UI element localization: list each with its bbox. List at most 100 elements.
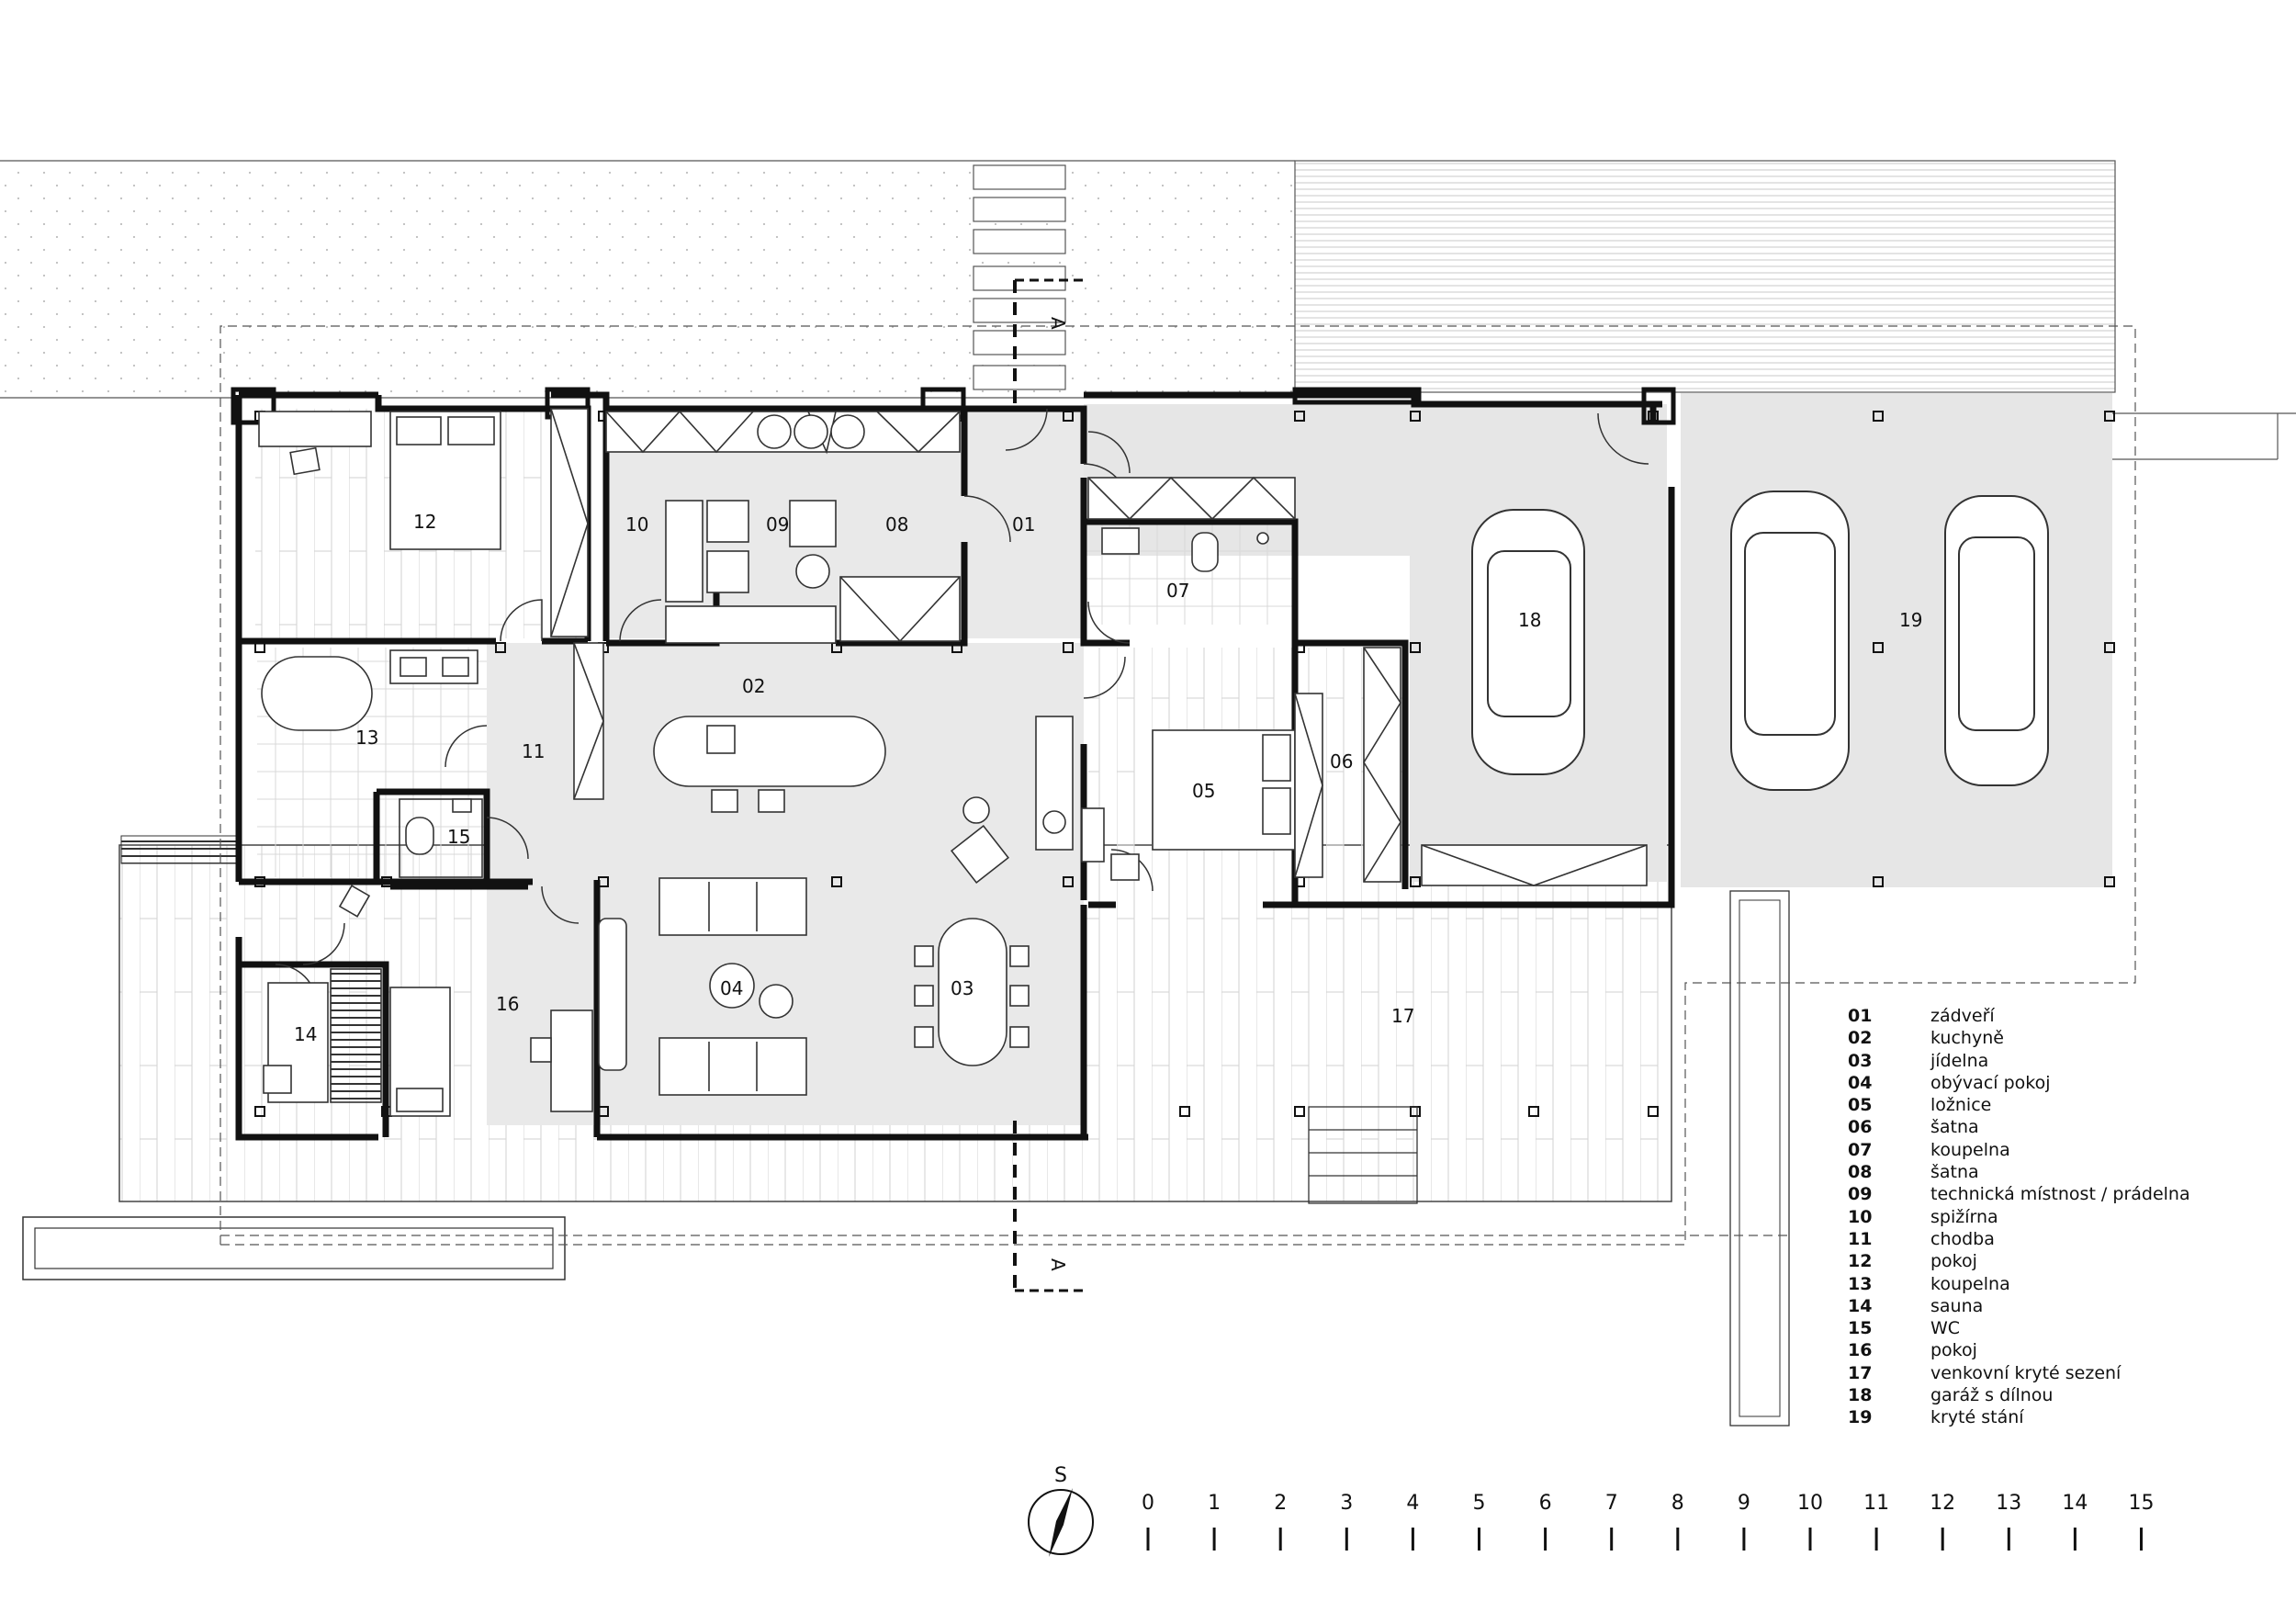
legend-code: 11 bbox=[1848, 1228, 1873, 1249]
scale-tick-label: 12 bbox=[1930, 1492, 1955, 1515]
legend-row: 09 technická místnost / prádelna bbox=[1848, 1183, 2270, 1205]
scale-tick-label: 1 bbox=[1208, 1492, 1221, 1515]
legend-code: 13 bbox=[1848, 1273, 1873, 1294]
legend-room-name: technická místnost / prádelna bbox=[1930, 1184, 2190, 1205]
scale-tick-label: 5 bbox=[1473, 1492, 1486, 1515]
room-label-11: 11 bbox=[522, 740, 545, 762]
legend-row: 06 šatna bbox=[1848, 1116, 2270, 1138]
scale-tick-label: 11 bbox=[1863, 1492, 1889, 1515]
legend-room-name: ložnice bbox=[1930, 1095, 1992, 1116]
room-label-07: 07 bbox=[1166, 580, 1189, 602]
legend-code: 12 bbox=[1848, 1251, 1873, 1272]
legend-room-name: venkovní kryté sezení bbox=[1930, 1362, 2122, 1383]
legend-code: 19 bbox=[1848, 1407, 1873, 1428]
legend-row: 03 jídelna bbox=[1848, 1050, 2270, 1072]
terrace-steps bbox=[1308, 1106, 1418, 1204]
legend-code: 10 bbox=[1848, 1206, 1873, 1227]
scale-tick-label: 7 bbox=[1605, 1492, 1618, 1515]
legend-room-name: koupelna bbox=[1930, 1139, 2010, 1160]
legend-row: 01 zádveří bbox=[1848, 1005, 2270, 1027]
legend-room-name: pokoj bbox=[1930, 1251, 1977, 1272]
legend-row: 12 pokoj bbox=[1848, 1250, 2270, 1272]
roof-outline bbox=[219, 325, 2136, 1246]
legend-code: 03 bbox=[1848, 1050, 1873, 1071]
section-marker-top: A bbox=[1047, 317, 1069, 330]
legend-row: 04 obývací pokoj bbox=[1848, 1072, 2270, 1094]
scale-tick-label: 3 bbox=[1340, 1492, 1353, 1515]
legend-row: 19 kryté stání bbox=[1848, 1406, 2270, 1428]
legend-row: 17 venkovní kryté sezení bbox=[1848, 1362, 2270, 1384]
legend-row: 15 WC bbox=[1848, 1317, 2270, 1339]
legend-row: 10 spižírna bbox=[1848, 1206, 2270, 1228]
legend-row: 02 kuchyně bbox=[1848, 1027, 2270, 1049]
legend-row: 14 sauna bbox=[1848, 1295, 2270, 1317]
legend-room-name: obývací pokoj bbox=[1930, 1072, 2051, 1093]
room-label-05: 05 bbox=[1192, 780, 1215, 802]
room-label-01: 01 bbox=[1012, 513, 1035, 536]
legend-code: 02 bbox=[1848, 1028, 1873, 1049]
legend-row: 05 ložnice bbox=[1848, 1094, 2270, 1116]
room-label-13: 13 bbox=[355, 727, 378, 749]
scale-tick-label: 2 bbox=[1274, 1492, 1287, 1515]
legend-code: 08 bbox=[1848, 1162, 1873, 1183]
legend-code: 04 bbox=[1848, 1072, 1873, 1093]
legend-code: 01 bbox=[1848, 1006, 1873, 1026]
legend-room-name: jídelna bbox=[1930, 1050, 1989, 1071]
scale-tick-label: 14 bbox=[2062, 1492, 2088, 1515]
legend-room-name: kuchyně bbox=[1930, 1028, 2004, 1049]
room-label-02: 02 bbox=[742, 675, 765, 697]
legend-room-name: šatna bbox=[1930, 1162, 1979, 1183]
section-line: A A bbox=[1013, 278, 1088, 1295]
room-label-08: 08 bbox=[885, 513, 908, 536]
car-icons bbox=[1471, 491, 2049, 791]
scale-tick-label: 8 bbox=[1671, 1492, 1684, 1515]
legend-room-name: sauna bbox=[1930, 1295, 1984, 1316]
legend-code: 05 bbox=[1848, 1095, 1873, 1116]
room-label-12: 12 bbox=[413, 511, 436, 533]
legend-code: 15 bbox=[1848, 1318, 1873, 1339]
room-label-19: 19 bbox=[1899, 609, 1922, 631]
scale-tick-label: 6 bbox=[1539, 1492, 1552, 1515]
legend-code: 16 bbox=[1848, 1340, 1873, 1361]
room-label-18: 18 bbox=[1518, 609, 1541, 631]
room-label-09: 09 bbox=[766, 513, 789, 536]
room-legend: 01 zádveří 02 kuchyně 03 jídelna 04 obývací pok… bbox=[1848, 1005, 2270, 1429]
legend-code: 17 bbox=[1848, 1362, 1873, 1383]
room-label-03: 03 bbox=[951, 977, 974, 999]
legend-row: 07 koupelna bbox=[1848, 1139, 2270, 1161]
legend-room-name: WC bbox=[1930, 1318, 1961, 1339]
scale-tick-label: 15 bbox=[2129, 1492, 2155, 1515]
room-label-10: 10 bbox=[625, 513, 648, 536]
legend-room-name: spižírna bbox=[1930, 1206, 1998, 1227]
scale-tick-label: 10 bbox=[1797, 1492, 1823, 1515]
room-label-14: 14 bbox=[294, 1023, 317, 1045]
legend-room-name: kryté stání bbox=[1930, 1407, 2024, 1428]
legend-room-name: koupelna bbox=[1930, 1273, 2010, 1294]
room-label-04: 04 bbox=[720, 977, 743, 999]
room-label-17: 17 bbox=[1391, 1005, 1414, 1027]
legend-code: 14 bbox=[1848, 1295, 1873, 1316]
scale-tick-label: 13 bbox=[1996, 1492, 2021, 1515]
room-label-16: 16 bbox=[496, 993, 519, 1015]
legend-code: 06 bbox=[1848, 1117, 1873, 1138]
legend-room-name: chodba bbox=[1930, 1228, 1995, 1249]
legend-room-name: šatna bbox=[1930, 1117, 1979, 1138]
legend-code: 18 bbox=[1848, 1385, 1873, 1406]
legend-room-name: garáž s dílnou bbox=[1930, 1385, 2054, 1406]
legend-code: 07 bbox=[1848, 1139, 1873, 1160]
site-surfaces bbox=[0, 160, 2116, 399]
scale-tick-label: 4 bbox=[1406, 1492, 1419, 1515]
legend-row: 08 šatna bbox=[1848, 1161, 2270, 1183]
north-label: S bbox=[1054, 1464, 1067, 1487]
section-marker-bottom: A bbox=[1047, 1258, 1069, 1271]
room-label-15: 15 bbox=[447, 826, 470, 848]
scale-tick-label: 9 bbox=[1738, 1492, 1750, 1515]
furniture bbox=[258, 408, 1648, 1117]
legend-row: 13 koupelna bbox=[1848, 1273, 2270, 1295]
legend-room-name: zádveří bbox=[1930, 1006, 1995, 1026]
legend-code: 09 bbox=[1848, 1184, 1873, 1205]
room-labels: 01 02 03 04 05 06 07 08 09 10 11 12 13 1… bbox=[294, 511, 1922, 1045]
